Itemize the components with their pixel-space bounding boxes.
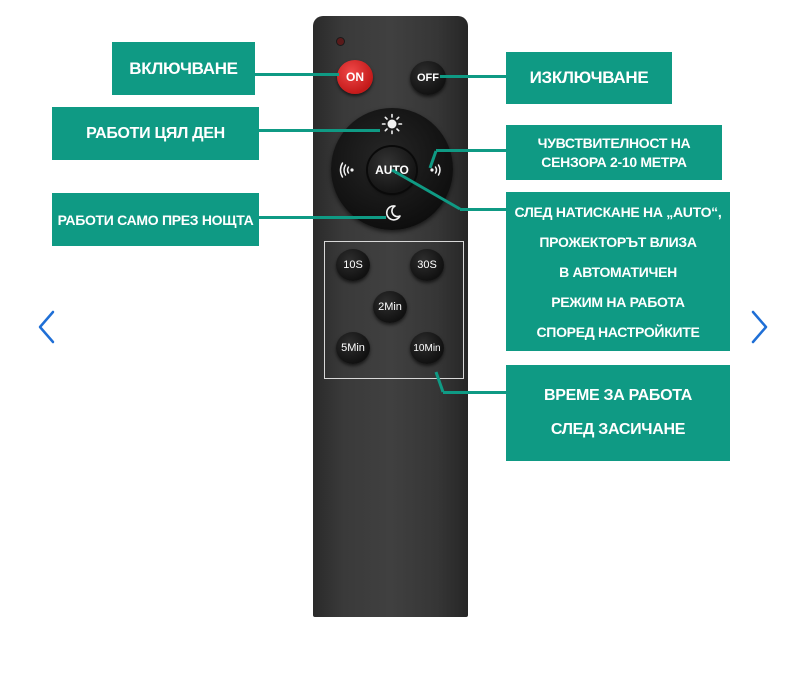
callout-power-off: ИЗКЛЮЧВАНЕ bbox=[506, 52, 672, 104]
moon-icon bbox=[382, 202, 404, 224]
timer-label: 5Min bbox=[341, 342, 365, 354]
timer-label: 2Min bbox=[378, 301, 402, 313]
indicator-led bbox=[336, 37, 345, 46]
chevron-left-icon[interactable] bbox=[30, 305, 64, 349]
callout-timer: ВРЕМЕ ЗА РАБОТА СЛЕД ЗАСИЧАНЕ bbox=[506, 365, 730, 461]
callout-text: СЛЕД ЗАСИЧАНЕ bbox=[550, 421, 686, 438]
callout-power-on: ВКЛЮЧВАНЕ bbox=[112, 42, 255, 95]
callout-text: РАБОТИ ЦЯЛ ДЕН bbox=[86, 124, 225, 142]
callout-text: РЕЖИМ НА РАБОТА bbox=[551, 293, 685, 310]
signal-right-icon bbox=[426, 159, 448, 181]
connector-line bbox=[258, 129, 380, 132]
callout-text: СЕНЗОРА 2-10 МЕТРА bbox=[541, 153, 687, 170]
callout-text: РАБОТИ САМО ПРЕЗ НОЩТА bbox=[57, 211, 254, 228]
timer-10min-button: 10Min bbox=[410, 332, 444, 364]
callout-sensitivity: ЧУВСТВИТЕЛНОСТ НА СЕНЗОРА 2-10 МЕТРА bbox=[506, 125, 722, 180]
timer-label: 30S bbox=[417, 259, 437, 271]
off-button: OFF bbox=[410, 61, 446, 95]
callout-night-only: РАБОТИ САМО ПРЕЗ НОЩТА bbox=[52, 193, 259, 246]
timer-30s-button: 30S bbox=[410, 249, 444, 281]
connector-line bbox=[440, 75, 508, 78]
callout-all-day: РАБОТИ ЦЯЛ ДЕН bbox=[52, 107, 259, 160]
sun-icon bbox=[380, 112, 404, 136]
timer-2min-button: 2Min bbox=[373, 291, 407, 323]
on-button: ON bbox=[337, 60, 373, 94]
off-button-label: OFF bbox=[417, 72, 439, 84]
connector-line bbox=[436, 149, 508, 152]
callout-auto-mode: СЛЕД НАТИСКАНЕ НА „AUTO“, ПРОЖЕКТОРЪТ ВЛ… bbox=[506, 192, 730, 351]
callout-text: ВКЛЮЧВАНЕ bbox=[129, 58, 238, 78]
callout-text: ПРОЖЕКТОРЪТ ВЛИЗА bbox=[539, 233, 697, 250]
connector-line bbox=[258, 216, 386, 219]
timer-10s-button: 10S bbox=[336, 249, 370, 281]
chevron-right-icon[interactable] bbox=[742, 305, 776, 349]
connector-line bbox=[460, 208, 508, 211]
callout-text: СПОРЕД НАСТРОЙКИТЕ bbox=[536, 323, 700, 340]
callout-text: ВРЕМЕ ЗА РАБОТА bbox=[544, 387, 692, 404]
callout-text: СЛЕД НАТИСКАНЕ НА „AUTO“, bbox=[514, 203, 722, 220]
connector-line bbox=[443, 391, 508, 394]
timer-label: 10Min bbox=[413, 342, 441, 354]
timer-label: 10S bbox=[343, 259, 363, 271]
signal-left-icon bbox=[336, 159, 358, 181]
callout-text: В АВТОМАТИЧЕН bbox=[559, 263, 677, 280]
timer-group-frame bbox=[324, 241, 464, 379]
on-button-label: ON bbox=[346, 70, 364, 84]
callout-text: ИЗКЛЮЧВАНЕ bbox=[529, 68, 649, 87]
timer-5min-button: 5Min bbox=[336, 332, 370, 364]
callout-text: ЧУВСТВИТЕЛНОСТ НА bbox=[537, 134, 691, 151]
connector-line bbox=[254, 73, 339, 76]
